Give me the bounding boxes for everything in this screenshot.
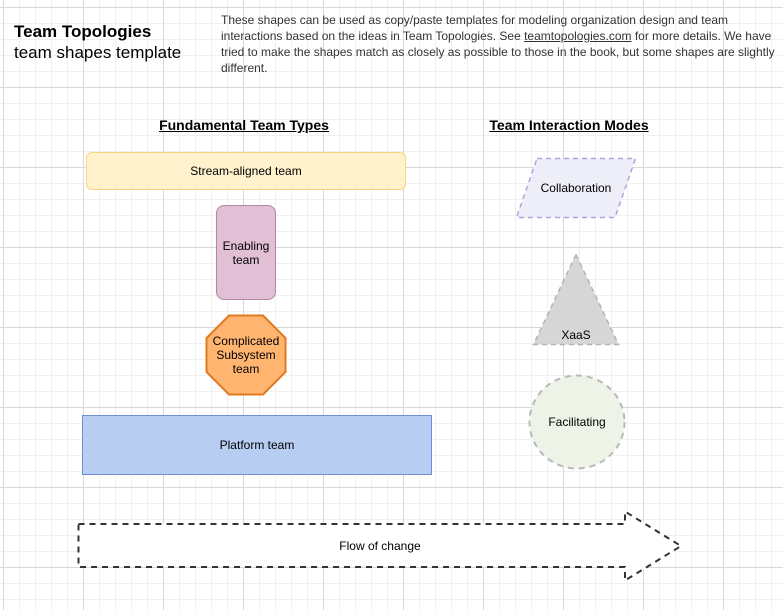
flow-of-change-arrow[interactable]: Flow of change — [77, 510, 683, 582]
stream-aligned-team-shape[interactable]: Stream-aligned team — [86, 152, 406, 190]
description-text: These shapes can be used as copy/paste t… — [221, 12, 776, 76]
flow-of-change-label: Flow of change — [339, 539, 421, 553]
platform-team-shape[interactable]: Platform team — [82, 415, 432, 475]
stream-aligned-team-label: Stream-aligned team — [190, 164, 302, 178]
collaboration-mode-shape[interactable]: Collaboration — [515, 157, 637, 219]
circle-shape — [528, 374, 626, 470]
enabling-team-label-line2: team — [232, 252, 260, 267]
page-subtitle: team shapes template — [14, 43, 182, 62]
facilitating-mode-shape[interactable]: Facilitating — [528, 374, 626, 470]
octagon-shape — [205, 314, 287, 396]
triangle-shape — [532, 253, 620, 346]
complicated-label-line1: Complicated — [212, 334, 280, 348]
complicated-label-line3: team — [232, 362, 260, 376]
enabling-team-shape[interactable]: Enabling team — [216, 205, 276, 300]
complicated-label-line2: Subsystem — [216, 348, 276, 362]
team-interaction-modes-heading: Team Interaction Modes — [489, 117, 649, 133]
description-outro: for more details. We have tried to make … — [221, 29, 775, 75]
fundamental-team-types-heading: Fundamental Team Types — [159, 117, 329, 133]
teamtopologies-link[interactable]: teamtopologies.com — [524, 29, 632, 43]
enabling-team-label-line1: Enabling — [222, 238, 270, 253]
platform-team-label: Platform team — [219, 438, 295, 452]
page-title: Team Topologies — [14, 22, 152, 41]
collaboration-label: Collaboration — [540, 181, 612, 195]
enabling-team-label: Enabling team — [223, 239, 270, 267]
description-intro: These shapes can be used as copy/paste t… — [221, 13, 728, 43]
complicated-subsystem-team-shape[interactable]: Complicated Subsystem team — [205, 314, 287, 396]
arrow-shape — [77, 510, 683, 582]
complicated-subsystem-team-label: Complicated Subsystem team — [213, 334, 280, 376]
parallelogram-shape — [515, 157, 637, 219]
xaas-mode-shape[interactable]: XaaS — [532, 253, 620, 346]
facilitating-label: Facilitating — [548, 415, 606, 429]
xaas-label: XaaS — [561, 328, 591, 342]
